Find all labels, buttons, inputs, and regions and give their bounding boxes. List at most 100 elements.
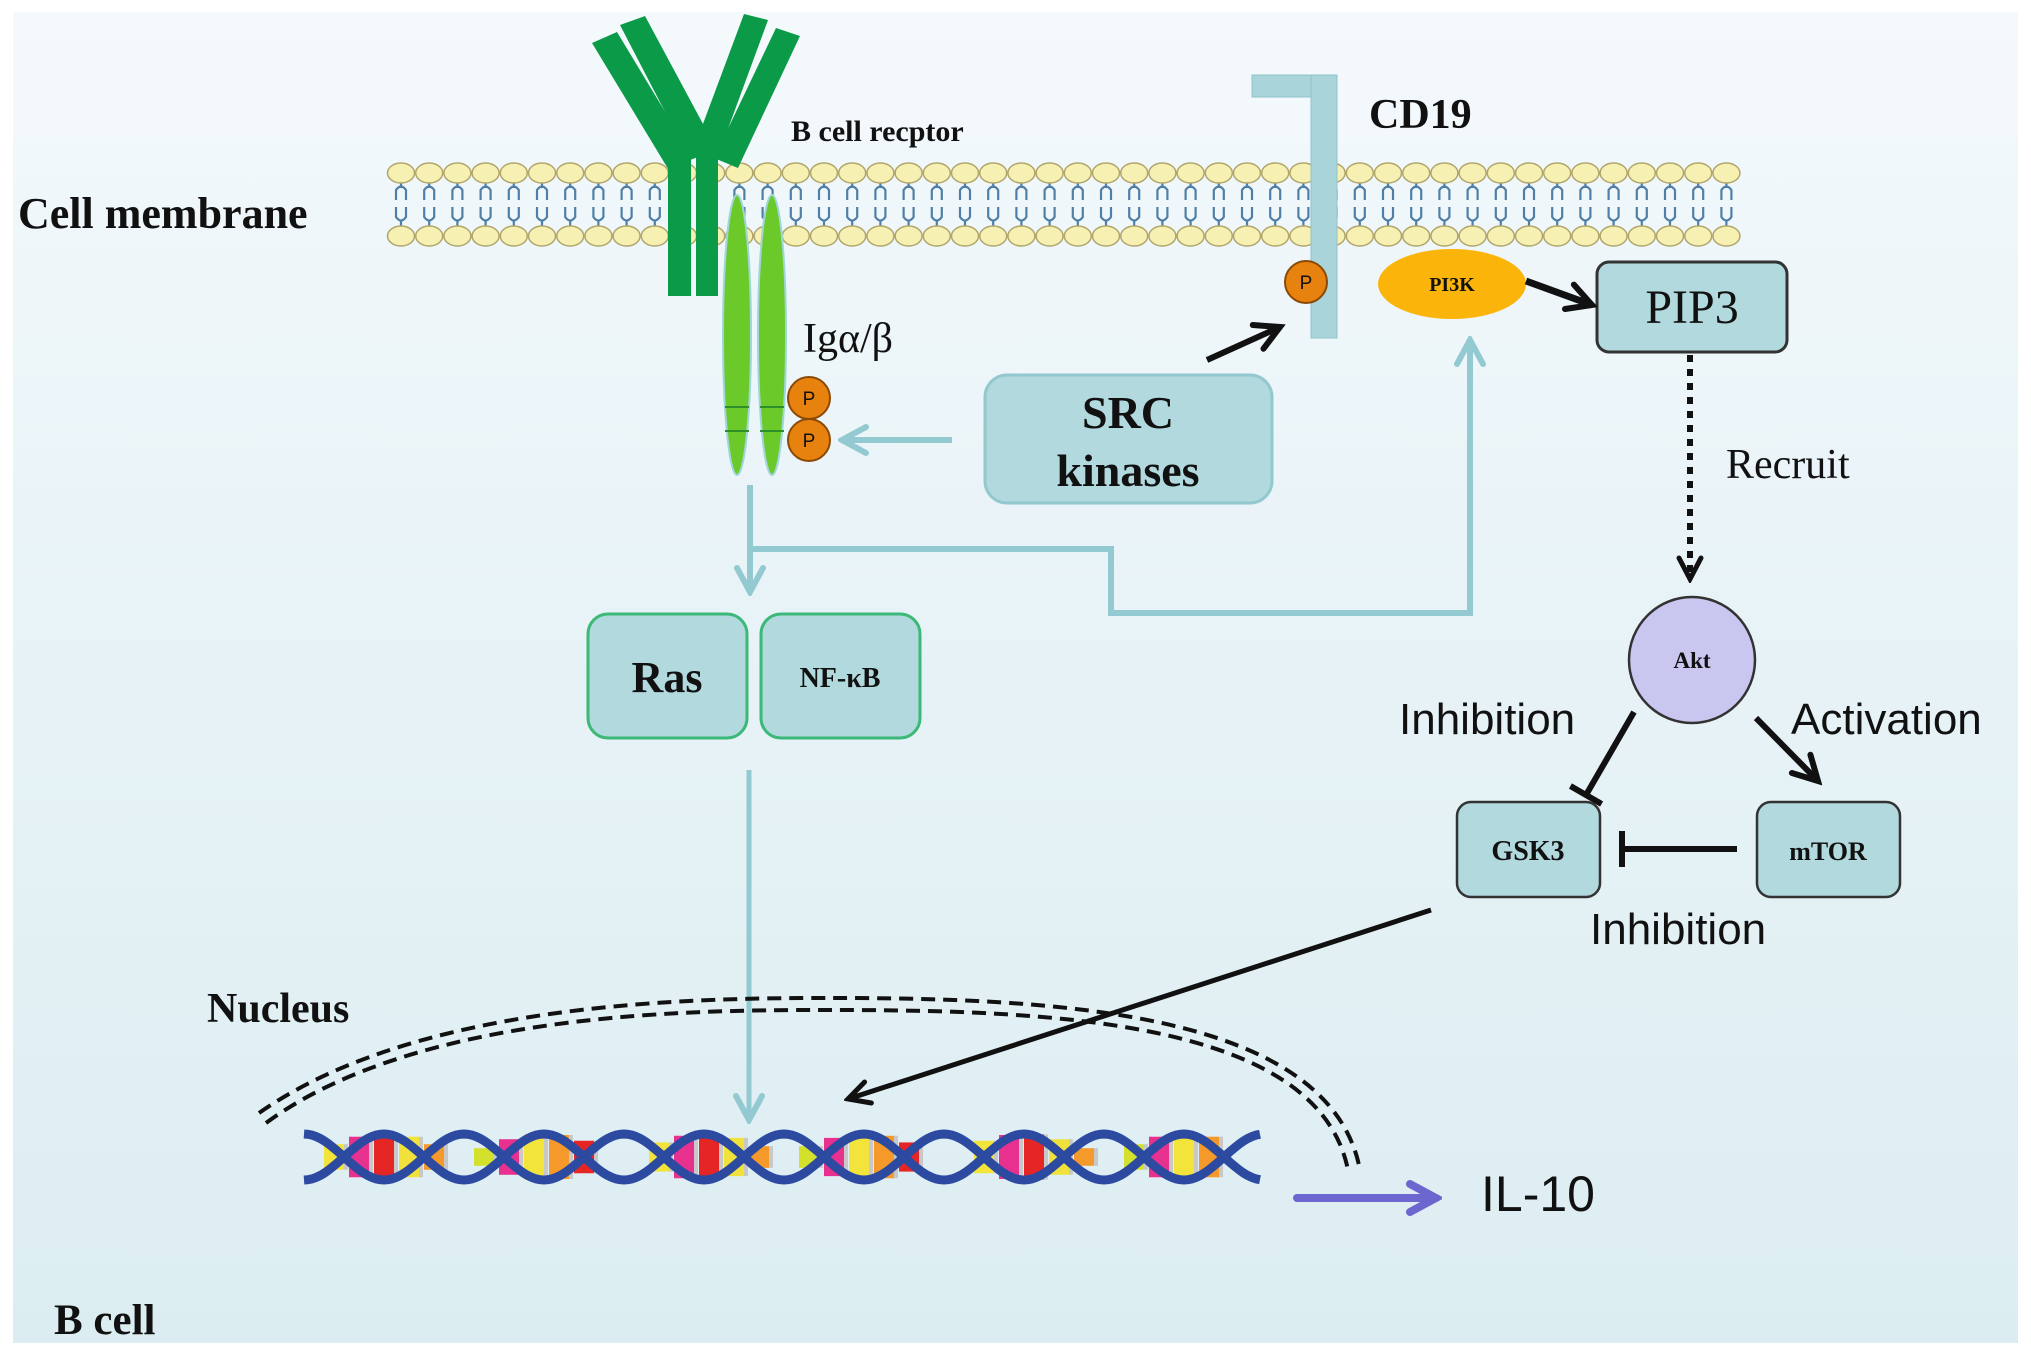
lipid-tail xyxy=(1099,183,1113,226)
base-pair-separator xyxy=(494,1148,498,1166)
lipid-head xyxy=(1148,162,1177,184)
pip3-label: PIP3 xyxy=(1645,281,1738,334)
lipid-tail xyxy=(817,183,831,226)
nucleus-envelope xyxy=(257,995,1362,1171)
lipid-head xyxy=(809,162,839,184)
base-pair-separator xyxy=(569,1134,573,1180)
lipid-head xyxy=(1430,225,1459,247)
lipid-tail xyxy=(507,183,520,226)
lipid-head xyxy=(471,162,500,184)
lipid-tail xyxy=(1663,183,1677,226)
base-pair-separator xyxy=(394,1134,398,1180)
lipid-tail xyxy=(1692,183,1705,226)
src-label-line1: SRC xyxy=(1082,387,1174,438)
lipid-head xyxy=(414,225,444,247)
lipid-head xyxy=(1712,225,1741,247)
lipid-head xyxy=(1035,225,1064,247)
lipid-head xyxy=(1345,162,1375,184)
lipid-head xyxy=(555,162,585,184)
base-pair-separator xyxy=(369,1136,373,1178)
lipid-head xyxy=(978,225,1008,247)
lipid-tail xyxy=(1297,183,1310,226)
pi3k-node[interactable]: PI3K xyxy=(1378,249,1526,319)
base-pair-separator xyxy=(594,1140,598,1174)
base-pair-separator xyxy=(769,1146,773,1168)
inhibit-akt-gsk3 xyxy=(1568,710,1637,807)
base-pair-separator xyxy=(444,1144,448,1170)
lipid-head xyxy=(471,225,500,247)
label-inhibition-mtor-gsk3: Inhibition xyxy=(1590,905,1766,954)
lipid-head xyxy=(499,162,529,184)
lipid-head xyxy=(1232,225,1262,247)
lipid-head xyxy=(1204,225,1234,247)
lipid-head xyxy=(922,225,952,247)
lipid-head xyxy=(1345,225,1375,247)
lipid-tail xyxy=(479,183,492,226)
lipid-head xyxy=(922,162,952,184)
lipid-tail xyxy=(620,183,633,226)
base-pair-separator xyxy=(1069,1139,1073,1175)
pip3-node[interactable]: PIP3 xyxy=(1595,260,1789,354)
src-kinases-node[interactable]: SRC kinases xyxy=(983,373,1274,505)
label-il10: IL-10 xyxy=(1481,1166,1595,1222)
lipid-tail xyxy=(761,183,774,226)
lipid-head xyxy=(1712,162,1741,184)
lipid-head xyxy=(781,225,811,247)
base-pair xyxy=(849,1134,869,1180)
dna-strand xyxy=(303,1129,1261,1185)
base-pair-separator xyxy=(994,1140,998,1174)
lipid-tail xyxy=(564,183,577,226)
base-pair-separator xyxy=(1044,1134,1048,1180)
phospho-group-ig: P P xyxy=(787,376,831,462)
label-inhibition-akt-gsk3: Inhibition xyxy=(1399,695,1575,744)
lipid-tail xyxy=(1551,183,1564,226)
lipid-head xyxy=(1091,225,1121,247)
base-pair xyxy=(1174,1134,1194,1180)
cell-membrane-bilayer xyxy=(386,162,1741,247)
lipid-tail xyxy=(1381,183,1395,226)
lipid-head xyxy=(1486,162,1516,184)
lipid-head xyxy=(1007,225,1036,247)
arrow-akt-to-mtor xyxy=(1753,715,1818,781)
base-pair-separator xyxy=(544,1134,548,1180)
mtor-node[interactable]: mTOR xyxy=(1755,800,1902,899)
lipid-tail xyxy=(648,183,661,226)
lipid-tail xyxy=(1607,183,1620,226)
nfkb-node[interactable]: NF-κB xyxy=(759,612,922,740)
lipid-head xyxy=(1599,162,1628,184)
pi3k-label: PI3K xyxy=(1429,274,1475,296)
lipid-head xyxy=(1430,162,1459,184)
lipid-head xyxy=(1655,162,1685,184)
gsk3-node[interactable]: GSK3 xyxy=(1455,800,1602,899)
label-cd19: CD19 xyxy=(1369,92,1472,138)
akt-node[interactable]: Akt xyxy=(1627,595,1757,725)
base-pair xyxy=(524,1134,544,1180)
lipid-head xyxy=(527,225,557,247)
lipid-tail xyxy=(451,183,464,226)
lipid-head xyxy=(1401,225,1431,247)
lipid-head xyxy=(1007,162,1036,184)
lipid-tail xyxy=(592,183,605,226)
base-pair xyxy=(1074,1148,1094,1166)
lipid-head xyxy=(612,225,641,247)
lipid-head xyxy=(414,162,444,184)
lipid-head xyxy=(584,162,613,184)
lipid-head xyxy=(1204,162,1234,184)
arrow-pi3k-to-pip3 xyxy=(1524,277,1592,305)
lipid-head xyxy=(1571,162,1600,184)
lipid-tail xyxy=(1015,183,1028,226)
lipid-head xyxy=(781,162,811,184)
base-pair-separator xyxy=(694,1135,698,1179)
label-b-cell-receptor: B cell recptor xyxy=(791,115,964,148)
phospho-label: P xyxy=(803,431,816,452)
ras-node[interactable]: Ras xyxy=(586,612,749,740)
base-pair-separator xyxy=(894,1135,898,1179)
lipid-head xyxy=(1627,162,1657,184)
src-label-line2: kinases xyxy=(1056,445,1199,496)
mtor-label: mTOR xyxy=(1789,837,1867,866)
lipid-tail xyxy=(394,183,408,226)
base-pair-separator xyxy=(1194,1134,1198,1180)
lipid-tail xyxy=(535,183,549,226)
lipid-head xyxy=(584,225,613,247)
